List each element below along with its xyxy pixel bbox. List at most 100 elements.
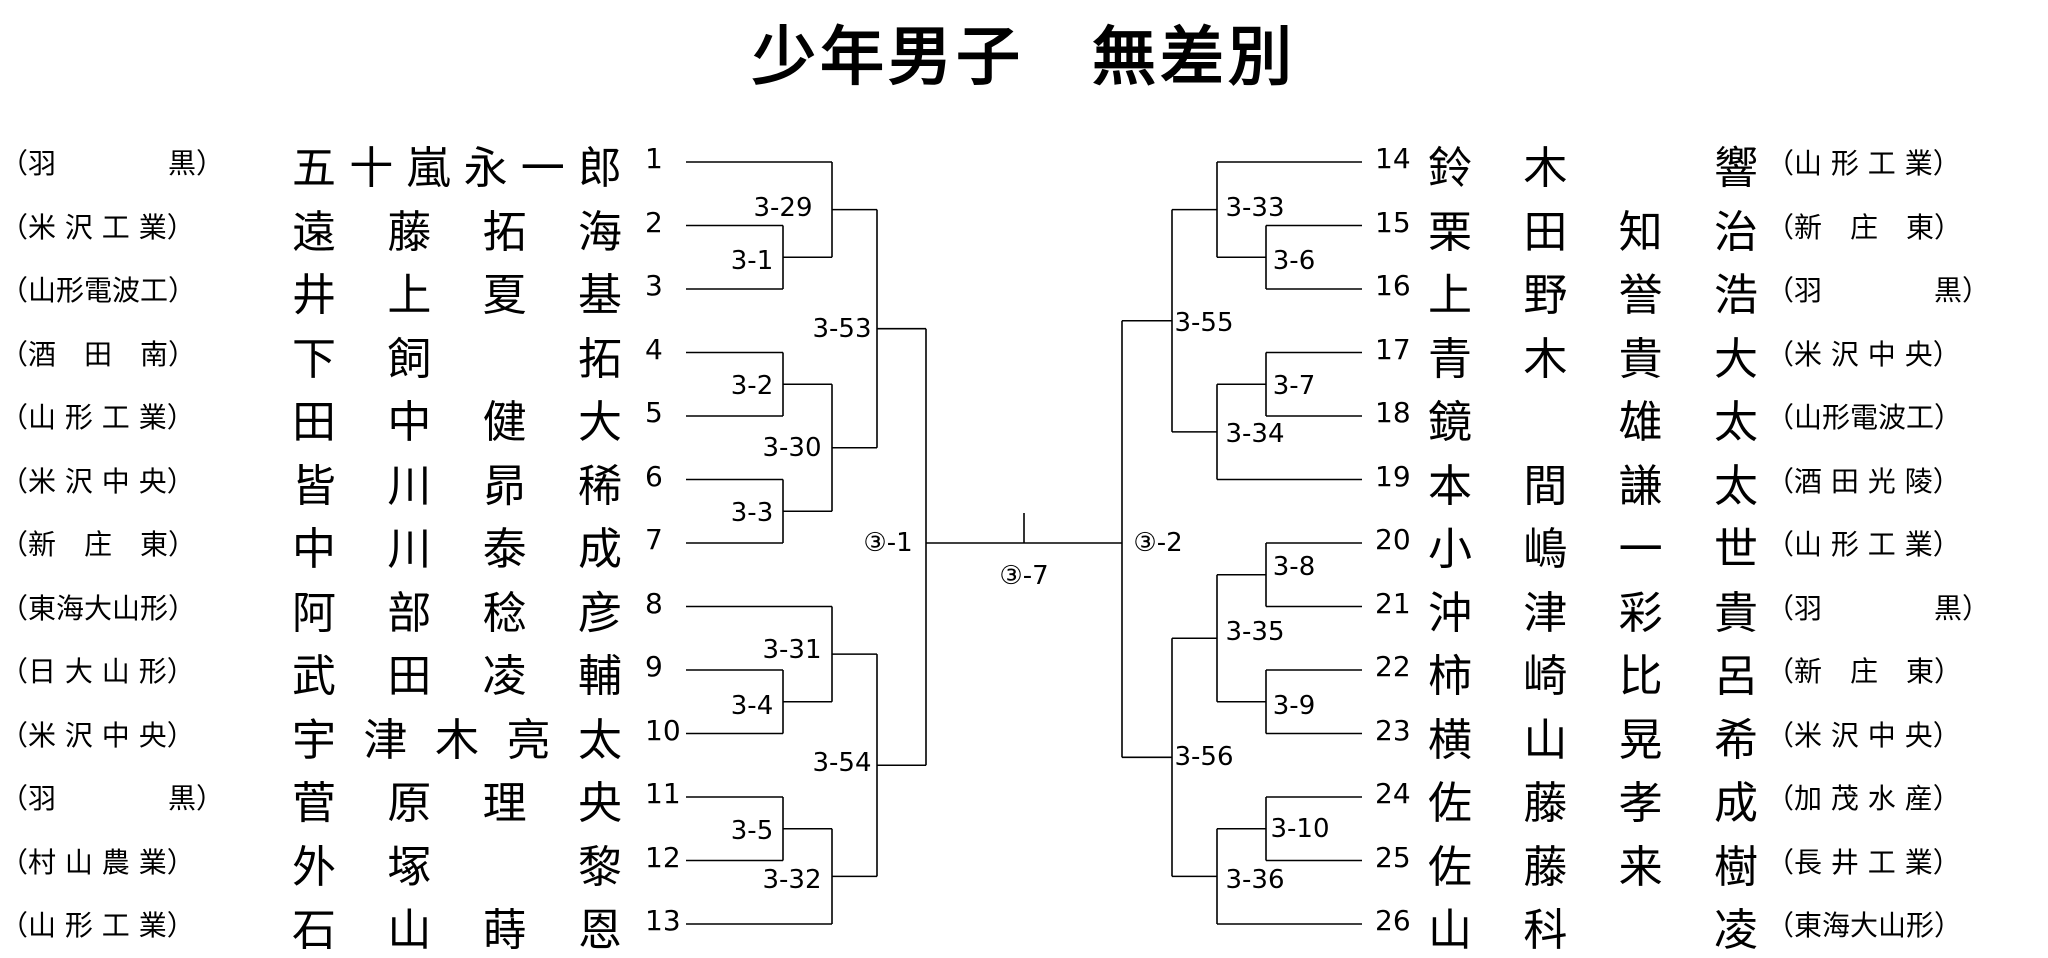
- school-name: （羽 黒）: [0, 782, 225, 815]
- school-name: （村 山 農 業）: [0, 845, 195, 879]
- match-label: 3-9: [1271, 690, 1317, 721]
- entry-row: （加 茂 水 産）佐藤孝成 24: [0, 773, 2048, 829]
- player-name: 遠藤拓海: [292, 206, 622, 258]
- seed-number: 8: [645, 586, 663, 620]
- seed-number: 6: [645, 459, 663, 493]
- school-name: （加 茂 水 産）: [1766, 782, 1961, 815]
- match-label: 3-32: [761, 865, 823, 896]
- entry-row: （米 沢 工 業） 遠藤拓海 2: [0, 202, 2048, 258]
- player-name: 沖津彩貴: [1428, 587, 1758, 639]
- player-name: 青木貴大: [1428, 333, 1758, 385]
- player-name: 下飼 拓: [292, 333, 622, 385]
- match-label: 3-34: [1224, 418, 1286, 449]
- school-name: （米 沢 中 央）: [1766, 718, 1961, 752]
- seed-number: 2: [645, 205, 663, 239]
- match-label: 3-29: [752, 192, 814, 223]
- school-name: （米 沢 工 業）: [0, 210, 195, 244]
- player-name: 小嶋一世: [1428, 524, 1758, 575]
- school-name: （羽 黒）: [0, 147, 225, 180]
- school-name: （酒 田 南）: [0, 337, 197, 371]
- school-name: （米 沢 中 央）: [0, 464, 195, 498]
- player-name: 佐藤来樹: [1428, 841, 1758, 893]
- school-name: （山 形 工 業）: [1766, 147, 1961, 180]
- player-name: 横山晃希: [1428, 714, 1758, 766]
- player-name: 菅原理央: [292, 778, 622, 829]
- player-name: 山科 凌: [1428, 905, 1758, 956]
- match-label: 3-2: [729, 371, 775, 402]
- seed-number: 13: [645, 904, 681, 937]
- seed-number: 10: [645, 713, 681, 747]
- player-name: 田中健大: [292, 397, 622, 448]
- school-name: （米 沢 中 央）: [0, 718, 195, 752]
- school-name: （山形電波工）: [0, 274, 197, 307]
- match-label: 3-55: [1173, 307, 1235, 338]
- school-name: （新 庄 東）: [1766, 655, 1963, 688]
- match-label: ③-2: [1132, 528, 1184, 558]
- entry-row: （東海大山形）山科 凌 26: [0, 900, 2048, 956]
- match-label: 3-33: [1224, 192, 1286, 223]
- entry-row: （羽 黒）上野誉浩 16: [0, 265, 2048, 321]
- school-name: （山形電波工）: [1766, 401, 1963, 434]
- player-name: 武田凌輔: [292, 651, 622, 702]
- school-name: （山 形 工 業）: [0, 909, 195, 942]
- seed-number: 26: [1375, 904, 1411, 937]
- seed-number: 11: [645, 777, 681, 810]
- seed-number: 22: [1375, 650, 1411, 683]
- school-name: （日 大 山 形）: [0, 655, 195, 688]
- match-label: 3-5: [729, 815, 775, 846]
- seed-number: 20: [1375, 523, 1411, 556]
- entry-row: （山 形 工 業）小嶋一世 20: [0, 519, 2048, 575]
- player-name: 石山蒔恩: [292, 905, 622, 956]
- match-label: 3-7: [1271, 371, 1317, 402]
- school-name: （新 庄 東）: [1766, 210, 1963, 244]
- seed-number: 23: [1375, 713, 1411, 747]
- match-label: 3-8: [1271, 551, 1317, 582]
- player-name: 上野誉浩: [1428, 270, 1758, 321]
- seed-number: 3: [645, 269, 663, 302]
- entry-row: （新 庄 東）栗田知治 15: [0, 202, 2048, 258]
- match-label: 3-54: [811, 748, 873, 779]
- player-name: 皆川昴稀: [292, 460, 622, 512]
- page-title: 少年男子 無差別: [752, 21, 1296, 95]
- player-name: 佐藤孝成: [1428, 778, 1758, 829]
- seed-number: 16: [1375, 269, 1411, 302]
- seed-number: 17: [1375, 332, 1411, 366]
- seed-number: 25: [1375, 840, 1411, 874]
- player-name: 井上夏基: [292, 270, 622, 321]
- match-label: 3-35: [1224, 617, 1286, 648]
- seed-number: 14: [1375, 142, 1411, 175]
- school-name: （羽 黒）: [1766, 274, 1991, 307]
- entry-row: （日 大 山 形） 武田凌輔 9: [0, 646, 2048, 702]
- match-label: 3-6: [1271, 246, 1317, 277]
- match-label: 3-31: [761, 635, 823, 666]
- match-label: 3-4: [729, 690, 775, 721]
- match-label: 3-53: [811, 313, 873, 344]
- match-label: 3-56: [1173, 742, 1235, 773]
- player-name: 栗田知治: [1428, 206, 1758, 258]
- player-name: 鏡 雄太: [1428, 397, 1758, 448]
- player-name: 中川泰成: [292, 524, 622, 575]
- player-name: 本間謙太: [1428, 460, 1758, 512]
- seed-number: 5: [645, 396, 663, 429]
- entry-row: （米 沢 中 央） 皆川昴稀 6: [0, 456, 2048, 512]
- school-name: （山 形 工 業）: [1766, 528, 1961, 561]
- seed-number: 7: [645, 523, 663, 556]
- seed-number: 4: [645, 332, 663, 366]
- school-name: （東海大山形）: [1766, 909, 1963, 942]
- seed-number: 24: [1375, 777, 1411, 810]
- seed-number: 15: [1375, 205, 1411, 239]
- entry-row: （羽 黒） 菅原理央 11: [0, 773, 2048, 829]
- school-name: （東海大山形）: [0, 591, 197, 625]
- match-label: 3-10: [1269, 813, 1331, 844]
- seed-number: 19: [1375, 459, 1411, 493]
- seed-number: 9: [645, 650, 663, 683]
